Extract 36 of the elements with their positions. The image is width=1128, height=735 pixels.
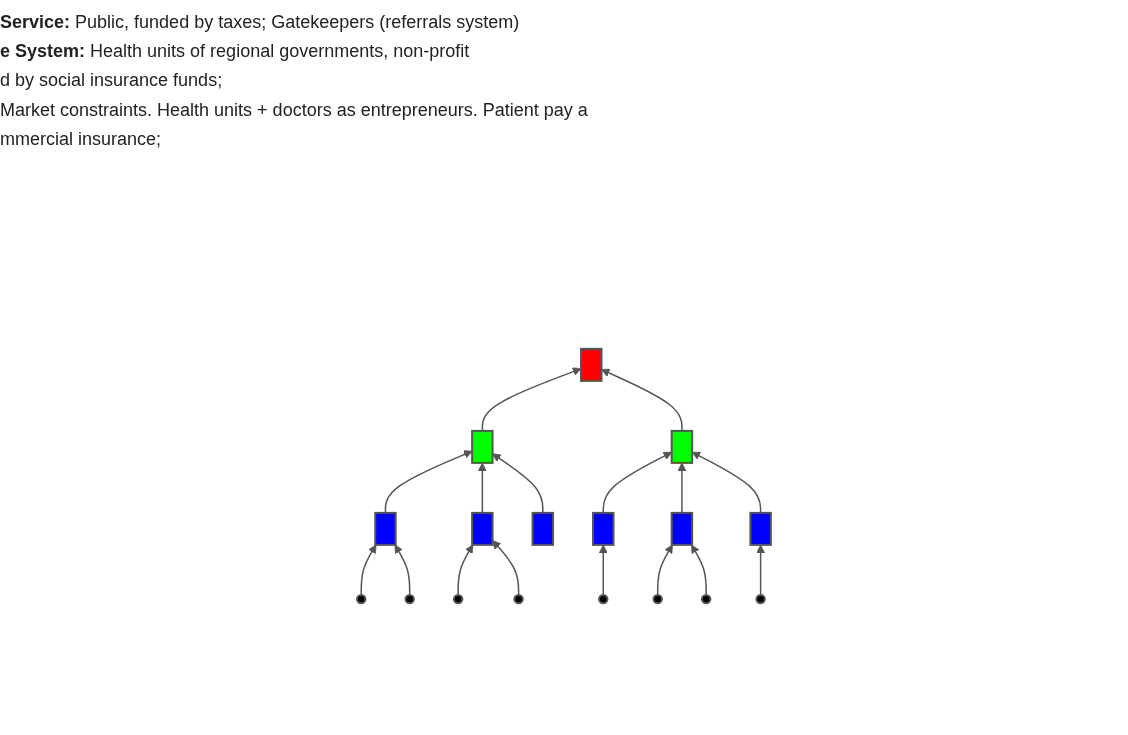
node-box <box>531 511 555 546</box>
node-circle <box>755 593 766 605</box>
note-text: Market constraints. Health units + doctors as entrepreneurs. Patient pay a <box>0 98 589 122</box>
arrow <box>360 544 377 596</box>
note-text: e System: Health units of regional governments, non-profit <box>0 40 471 64</box>
node-circle <box>652 593 663 605</box>
arrow <box>478 462 487 514</box>
note-text: mmercial insurance; <box>0 127 163 151</box>
node-box <box>471 429 494 464</box>
arrow <box>492 540 520 596</box>
node-box <box>749 511 772 546</box>
arrow <box>481 367 582 432</box>
arrow <box>598 544 608 596</box>
arrow <box>756 544 766 596</box>
arrow <box>384 450 473 514</box>
arrow <box>601 368 683 432</box>
arrow <box>677 462 687 514</box>
node-circle <box>404 593 415 605</box>
arrow <box>657 544 673 596</box>
node-box <box>471 511 494 546</box>
arrow <box>394 544 411 596</box>
node-box <box>670 429 694 464</box>
node-box <box>580 347 603 382</box>
node-box <box>374 511 397 546</box>
node-circle <box>701 593 712 605</box>
node-circle <box>453 593 464 605</box>
note-text: Service: Public, funded by taxes; Gatekeepers (referrals system) <box>0 11 521 34</box>
arrow <box>457 544 474 596</box>
arrow <box>492 453 544 514</box>
node-box <box>670 511 694 546</box>
node-circle <box>598 593 609 605</box>
node-circle <box>513 593 524 605</box>
arrow <box>691 544 707 596</box>
note-text: d by social insurance funds; <box>0 69 224 93</box>
node-circle <box>356 593 367 605</box>
node-box <box>592 511 615 546</box>
